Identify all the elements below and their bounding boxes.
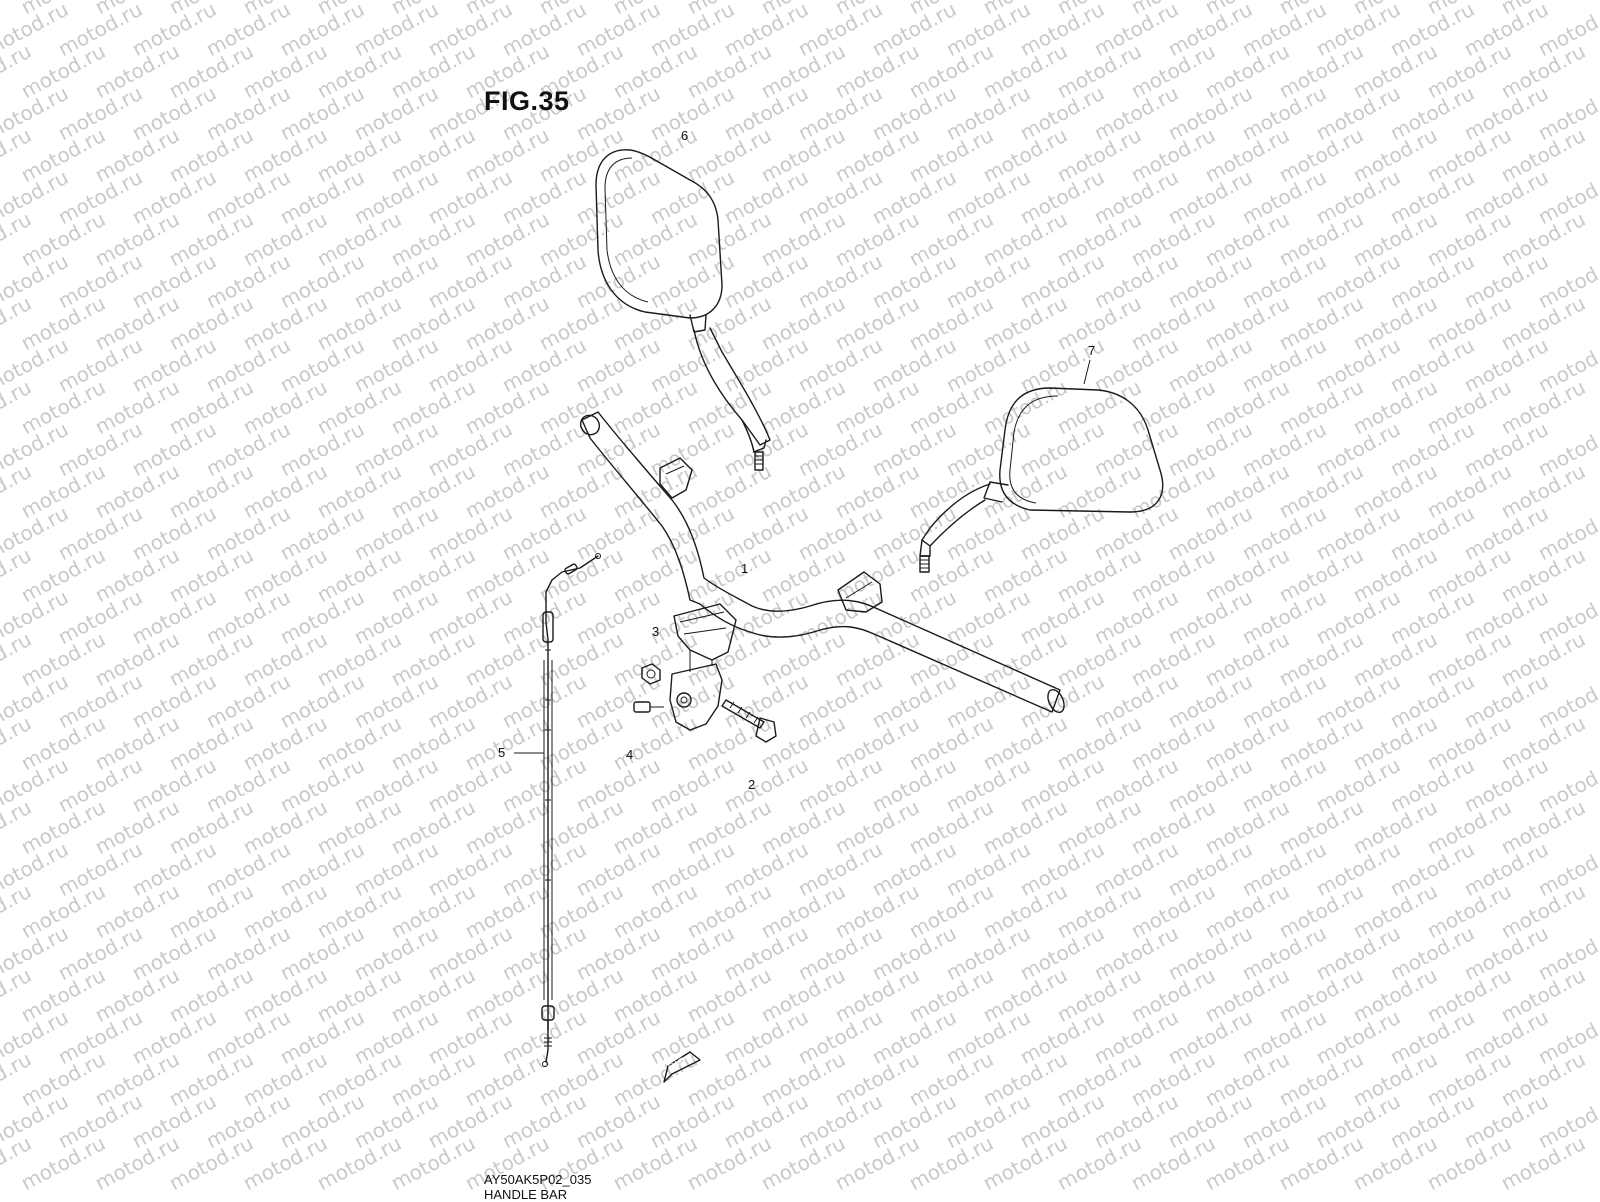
handlebar-holder-icon — [669, 603, 737, 731]
leader-lines — [514, 359, 1091, 754]
callout-4: 4 — [626, 747, 634, 762]
nut-icon — [633, 663, 664, 713]
fwd-label: FWD — [667, 1055, 688, 1072]
left-mirror-icon — [595, 149, 771, 471]
diagram-caption: HANDLE BAR — [484, 1187, 568, 1202]
callout-7: 7 — [1088, 343, 1096, 358]
right-mirror-icon — [919, 387, 1164, 573]
handlebar-icon — [579, 411, 1065, 714]
callout-5: 5 — [498, 745, 506, 760]
callout-3: 3 — [652, 624, 660, 639]
bolt-icon — [721, 699, 777, 743]
callout-2: 2 — [748, 777, 756, 792]
forward-direction-icon: FWD — [663, 1051, 701, 1083]
throttle-cable-icon — [541, 553, 601, 1067]
callout-6: 6 — [681, 128, 689, 143]
callout-1: 1 — [741, 561, 749, 576]
diagram-code: AY50AK5P02_035 — [484, 1172, 592, 1187]
figure-title: FIG.35 — [484, 86, 570, 116]
